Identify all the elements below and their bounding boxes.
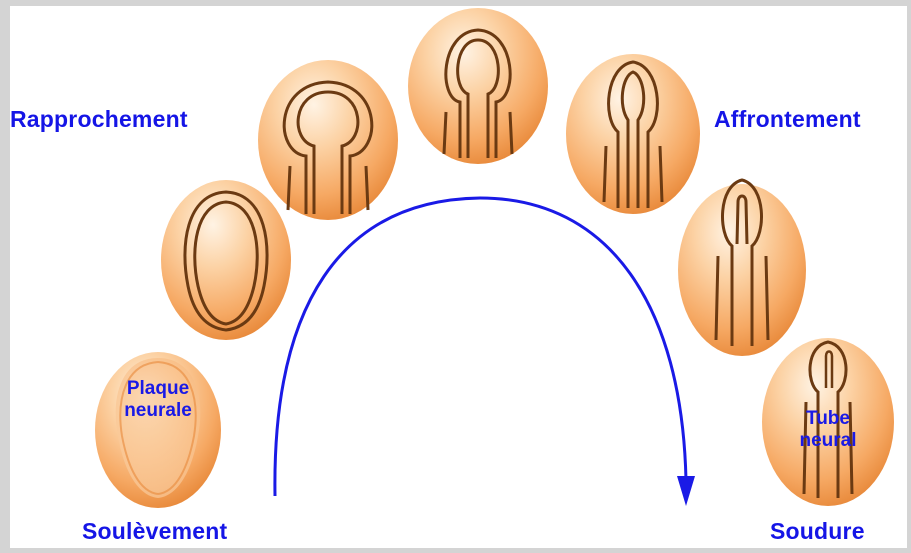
label-rapprochement: Rapprochement <box>10 106 188 133</box>
label-plaque-line1: Plaque <box>118 378 198 400</box>
label-soulevement: Soulèvement <box>82 518 227 545</box>
label-plaque-line2: neurale <box>118 400 198 422</box>
embryo-stage-2 <box>161 180 291 340</box>
embryo-stage-soulevement <box>95 352 221 508</box>
label-plaque-neurale: Plaque neurale <box>118 378 198 422</box>
neurulation-diagram <box>10 6 907 548</box>
label-tube-neural: Tube neural <box>790 408 866 452</box>
embryo-stage-affrontement <box>566 54 700 214</box>
diagram-canvas: Rapprochement Affrontement Soulèvement S… <box>10 6 907 548</box>
embryo-stage-4 <box>408 8 548 164</box>
label-tube-line2: neural <box>790 430 866 452</box>
progression-arrow <box>275 198 695 506</box>
embryo-stage-rapprochement <box>258 60 398 220</box>
label-soudure: Soudure <box>770 518 865 545</box>
label-tube-line1: Tube <box>790 408 866 430</box>
label-affrontement: Affrontement <box>714 106 861 133</box>
embryo-stage-6 <box>678 180 806 356</box>
